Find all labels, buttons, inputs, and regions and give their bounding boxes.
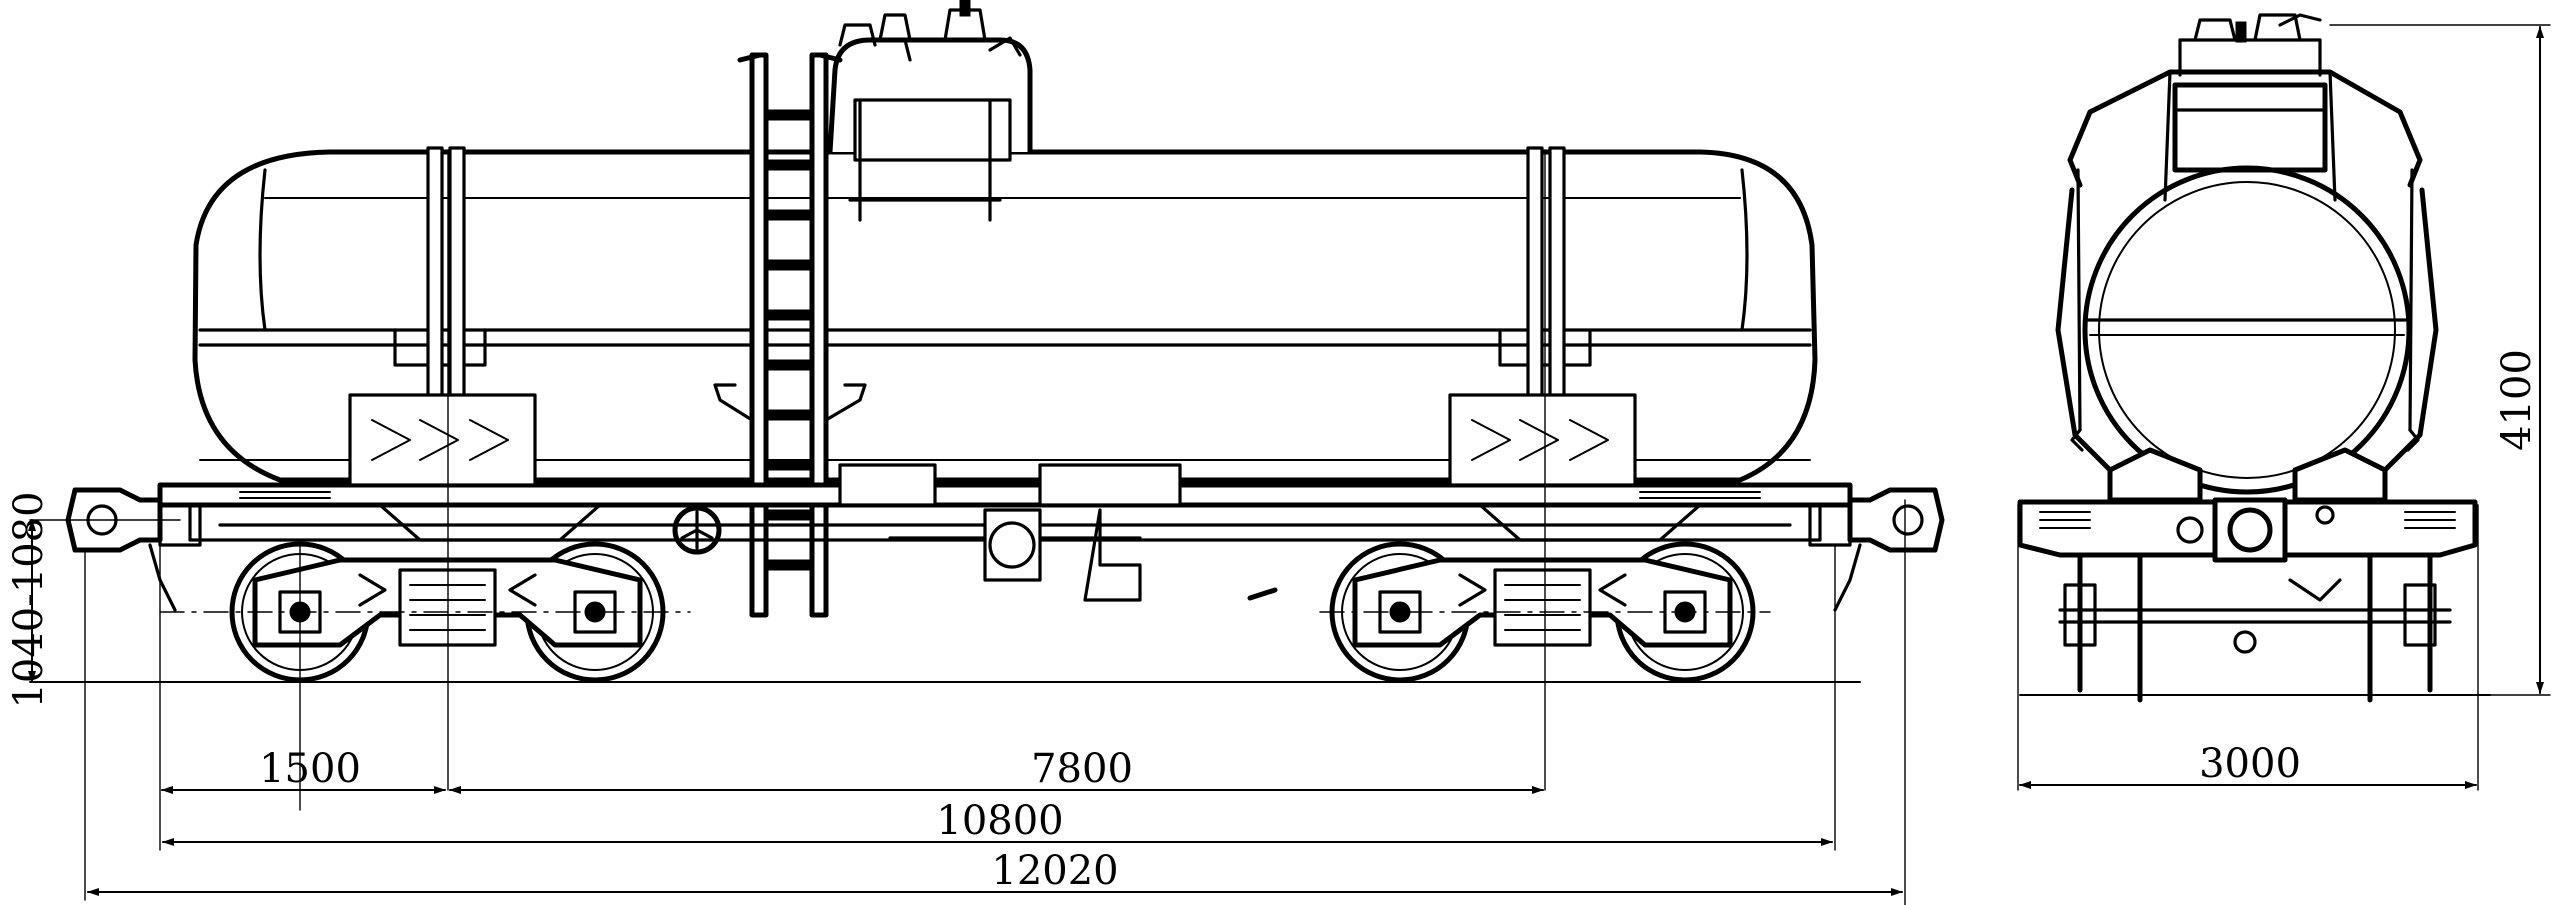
extension-lines xyxy=(29,149,1906,905)
length-over-couplers-label: 12020 xyxy=(991,848,1118,894)
width-dimension: 3000 xyxy=(2019,741,2477,789)
tank-end-shell xyxy=(2082,165,2412,495)
side-ladder xyxy=(713,52,867,618)
height-label: 4100 xyxy=(2494,349,2540,451)
bogie-centers-label: 7800 xyxy=(1031,746,1133,792)
bogie-centers-dimension: 7800 xyxy=(449,746,1544,794)
width-label: 3000 xyxy=(2199,741,2301,787)
bogie-right xyxy=(1329,541,1756,683)
coupler-height-label: 1040-1080 xyxy=(6,491,52,708)
bogie-wheelbase-label: 1500 xyxy=(259,746,361,792)
ladder-rungs xyxy=(765,109,813,571)
height-dimension: 4100 xyxy=(2494,26,2544,694)
side-view: 1040-1080 1500 7800 10800 12020 xyxy=(6,0,1945,905)
frame-length-label: 10800 xyxy=(936,798,1063,844)
underframe xyxy=(157,393,1853,602)
couplers xyxy=(65,487,1945,612)
end-view: 3000 4100 xyxy=(2017,13,2551,791)
coupler-height-dimension: 1040-1080 xyxy=(6,491,52,708)
coupler-front xyxy=(2176,497,2335,563)
bogie-wheelbase-dimension: 1500 xyxy=(161,746,446,794)
tank-straps xyxy=(426,146,1566,410)
tank-dome xyxy=(827,0,1033,222)
length-over-couplers-dimension: 12020 xyxy=(87,848,1903,896)
frame-length-dimension: 10800 xyxy=(162,798,1833,846)
